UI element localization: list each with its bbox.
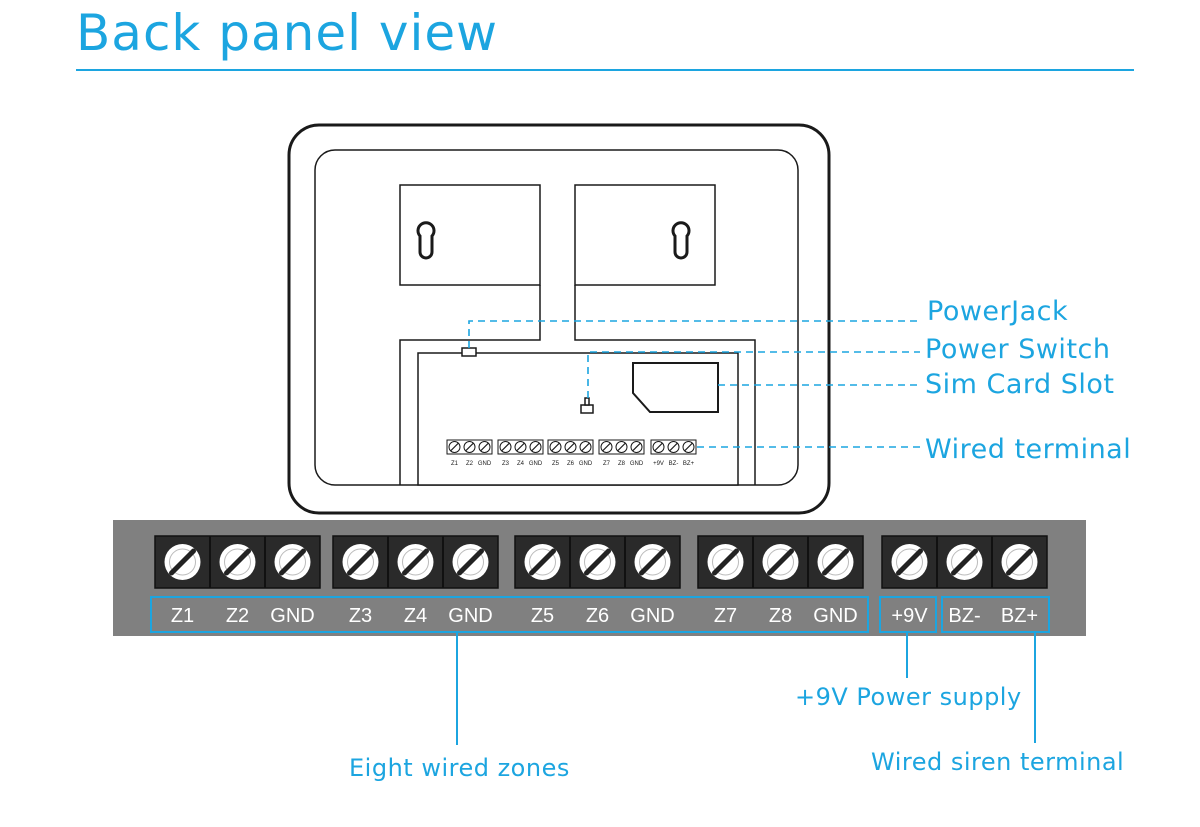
terminal-label: Z8 bbox=[769, 605, 792, 627]
terminal-label: GND bbox=[630, 605, 674, 627]
mini-terminal-label: +9V bbox=[653, 461, 664, 467]
terminal-group: +9V BZ- BZ+ bbox=[881, 535, 1048, 627]
screw-icon bbox=[707, 544, 744, 580]
screw-icon bbox=[452, 544, 489, 580]
terminal-blocks: Z1 Z2 GND Z3 Z4 GND Z5 Z6 GND Z7 Z8 GND +9V BZ- BZ+ bbox=[154, 535, 1048, 627]
callout-sim-card-slot: Sim Card Slot bbox=[925, 369, 1115, 400]
mini-terminal-label: GND bbox=[630, 461, 644, 467]
callout-brackets bbox=[150, 596, 1050, 745]
leader-power-switch bbox=[587, 351, 920, 398]
terminal-label: +9V bbox=[891, 605, 928, 627]
screw-icon bbox=[579, 544, 616, 580]
mini-terminal-block: Z1 Z2 GND Z3 Z4 GND Z5 Z6 GND Z7 Z8 GND +9V BZ- BZ+ bbox=[446, 439, 697, 467]
mini-terminal-label: Z7 bbox=[603, 461, 611, 467]
terminal-label: Z1 bbox=[171, 605, 194, 627]
callout-lines bbox=[468, 320, 920, 448]
mini-terminal-label: BZ- bbox=[669, 461, 679, 467]
terminal-group: Z1 Z2 GND bbox=[154, 535, 321, 627]
mini-terminal-group: Z5 Z6 GND bbox=[547, 439, 594, 467]
power-jack bbox=[461, 347, 477, 357]
title-rule bbox=[76, 69, 1134, 71]
screw-icon bbox=[397, 544, 434, 580]
board: Z1 Z2 GND Z3 Z4 GND Z5 Z6 GND Z7 Z8 GND +9V BZ- BZ+ bbox=[417, 347, 739, 486]
leader-power-jack bbox=[468, 320, 920, 348]
mini-screw-icon bbox=[448, 441, 461, 453]
screw-icon bbox=[762, 544, 799, 580]
mount-plate-right bbox=[574, 184, 716, 286]
mini-terminal-group: +9V BZ- BZ+ bbox=[650, 439, 697, 467]
terminal-label: Z4 bbox=[404, 605, 427, 627]
screw-icon bbox=[634, 544, 671, 580]
bracket-zones bbox=[150, 596, 869, 633]
screw-icon bbox=[891, 544, 928, 580]
mini-terminal-label: Z2 bbox=[466, 461, 474, 467]
mini-screw-icon bbox=[630, 441, 643, 453]
mini-terminal-label: Z3 bbox=[502, 461, 510, 467]
keyhole-icon bbox=[671, 221, 691, 260]
screw-icon bbox=[817, 544, 854, 580]
callout-siren-terminal: Wired siren terminal bbox=[871, 748, 1125, 776]
mini-terminal-label: Z4 bbox=[517, 461, 525, 467]
screw-icon bbox=[1001, 544, 1038, 580]
mini-screw-icon bbox=[478, 441, 491, 453]
mini-screw-icon bbox=[682, 441, 695, 453]
terminal-label: GND bbox=[813, 605, 857, 627]
callout-power-supply: +9V Power supply bbox=[795, 683, 1022, 711]
screw-icon bbox=[524, 544, 561, 580]
callout-wired-zones: Eight wired zones bbox=[349, 754, 570, 782]
mini-terminal-label: Z8 bbox=[618, 461, 626, 467]
mini-terminal-group: Z1 Z2 GND bbox=[446, 439, 493, 467]
mini-terminal-label: GND bbox=[529, 461, 543, 467]
mini-screw-icon bbox=[549, 441, 562, 453]
screw-icon bbox=[164, 544, 201, 580]
terminal-label: GND bbox=[448, 605, 492, 627]
terminal-label: Z7 bbox=[714, 605, 737, 627]
terminal-label: Z2 bbox=[226, 605, 249, 627]
mini-terminal-label: BZ+ bbox=[683, 461, 695, 467]
screw-icon bbox=[946, 544, 983, 580]
terminal-group: Z3 Z4 GND bbox=[332, 535, 499, 627]
mini-terminal-label: Z6 bbox=[567, 461, 575, 467]
power-switch bbox=[580, 397, 594, 414]
terminal-label: GND bbox=[270, 605, 314, 627]
sim-card-slot bbox=[632, 362, 719, 413]
board-outline bbox=[399, 285, 756, 485]
screw-icon bbox=[342, 544, 379, 580]
mini-screw-icon bbox=[463, 441, 476, 453]
mini-screw-icon bbox=[499, 441, 512, 453]
keyhole-icon bbox=[416, 221, 436, 260]
terminal-label: Z3 bbox=[349, 605, 372, 627]
mini-screw-icon bbox=[529, 441, 542, 453]
mini-terminal-group: Z3 Z4 GND bbox=[497, 439, 544, 467]
callout-wired-terminal: Wired terminal bbox=[925, 434, 1132, 465]
terminal-label: BZ- bbox=[948, 605, 980, 627]
page-title: Back panel view bbox=[76, 4, 499, 62]
screw-icon bbox=[219, 544, 256, 580]
mini-terminal-group: Z7 Z8 GND bbox=[598, 439, 645, 467]
terminal-label: BZ+ bbox=[1001, 605, 1038, 627]
mini-terminal-label: Z5 bbox=[552, 461, 560, 467]
callout-power-switch: Power Switch bbox=[925, 334, 1111, 365]
mini-screw-icon bbox=[514, 441, 527, 453]
callout-power-jack: PowerJack bbox=[927, 296, 1069, 327]
mini-screw-icon bbox=[564, 441, 577, 453]
terminal-label: Z6 bbox=[586, 605, 609, 627]
mini-terminal-label: GND bbox=[478, 461, 492, 467]
screw-icon bbox=[274, 544, 311, 580]
terminal-label: Z5 bbox=[531, 605, 554, 627]
terminal-group: Z7 Z8 GND bbox=[697, 535, 864, 627]
mini-screw-icon bbox=[579, 441, 592, 453]
mini-screw-icon bbox=[652, 441, 665, 453]
mini-terminal-label: Z1 bbox=[451, 461, 459, 467]
terminal-group: Z5 Z6 GND bbox=[514, 535, 681, 627]
mini-screw-icon bbox=[615, 441, 628, 453]
bracket-siren bbox=[941, 596, 1050, 633]
mini-screw-icon bbox=[600, 441, 613, 453]
mini-screw-icon bbox=[667, 441, 680, 453]
mini-terminal-label: GND bbox=[579, 461, 593, 467]
mount-plate-left bbox=[399, 184, 541, 286]
